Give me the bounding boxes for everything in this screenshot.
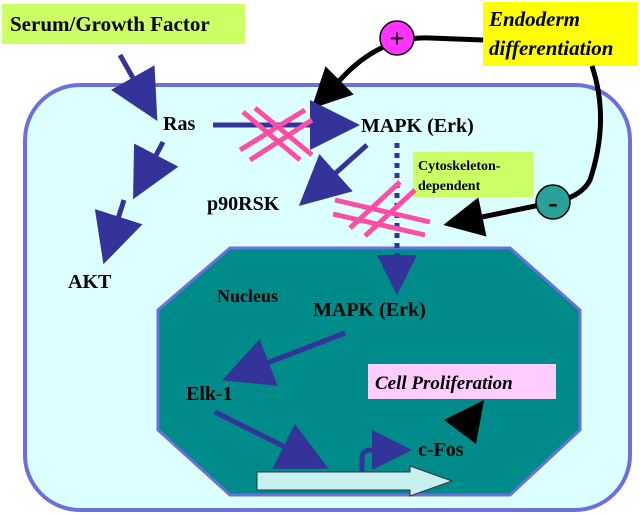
p90rsk-label: p90RSK bbox=[207, 193, 280, 215]
gene-bar bbox=[256, 465, 454, 497]
arrow-elk1-gene bbox=[213, 409, 329, 469]
cytoskeleton-box bbox=[413, 152, 533, 197]
transcription-start-arrow bbox=[359, 430, 412, 472]
mapk-cyto-label: MAPK (Erk) bbox=[361, 115, 474, 137]
arrow-ras-akt-1 bbox=[133, 140, 179, 200]
endoderm-box bbox=[483, 2, 638, 66]
cytoskeleton-label-line2: dependent bbox=[418, 179, 481, 194]
minus-label: - bbox=[548, 188, 557, 219]
block-cross-translocation bbox=[332, 180, 431, 238]
cytoskeleton-label-line1: Cytoskeleton- bbox=[418, 159, 501, 174]
cell-proliferation-box bbox=[368, 364, 556, 399]
arrow-cfos-proliferation bbox=[444, 400, 484, 444]
arrow-mapk-p90rsk bbox=[298, 143, 369, 207]
serum-box bbox=[2, 4, 245, 44]
endoderm-label-line2: differentiation bbox=[489, 36, 613, 60]
serum-label: Serum/Growth Factor bbox=[10, 12, 210, 36]
cell-proliferation-label: Cell Proliferation bbox=[375, 373, 513, 394]
cfos-label: c-Fos bbox=[418, 439, 464, 461]
nucleus-label: Nucleus bbox=[217, 286, 278, 306]
plus-icon bbox=[379, 20, 415, 56]
arrow-serum-ras bbox=[111, 53, 158, 122]
endoderm-label-line1: Endoderm bbox=[488, 7, 580, 31]
arrow-mapk-elk1 bbox=[222, 330, 346, 386]
elk1-label: Elk-1 bbox=[186, 383, 233, 405]
akt-label: AKT bbox=[68, 271, 112, 293]
block-cross-ras-mapk bbox=[238, 106, 314, 163]
ras-label: Ras bbox=[163, 113, 195, 135]
mapk-nuc-label: MAPK (Erk) bbox=[313, 299, 426, 321]
plus-label: + bbox=[390, 24, 405, 53]
minus-icon bbox=[535, 184, 571, 220]
arrow-ras-akt-2 bbox=[94, 199, 143, 265]
